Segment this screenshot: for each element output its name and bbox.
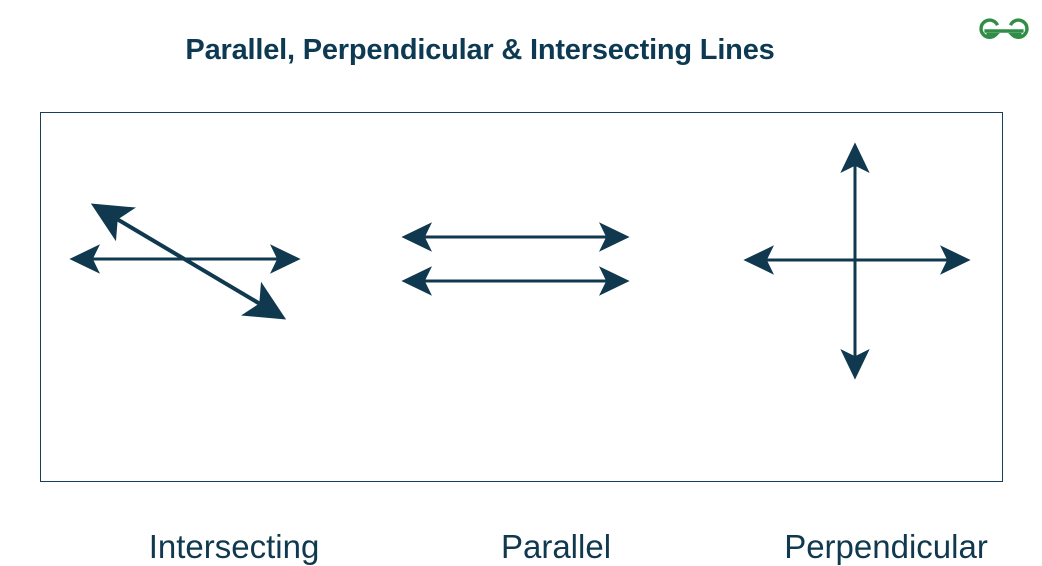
perpendicular-lines-group — [743, 142, 971, 380]
lines-diagram — [69, 142, 971, 380]
page-title: Parallel, Perpendicular & Intersecting L… — [185, 34, 775, 66]
caption-parallel: Parallel — [500, 528, 612, 565]
caption-perpendicular: Perpendicular — [784, 528, 988, 565]
figure-container: Intersecting Parallel Perpendicular — [40, 112, 1003, 565]
diagram-page: Parallel, Perpendicular & Intersecting L… — [40, 12, 1032, 565]
parallel-lines-group — [401, 222, 630, 296]
gfg-logo-icon — [979, 18, 1029, 39]
intersecting-diagonal-line — [90, 203, 287, 320]
caption-intersecting: Intersecting — [148, 528, 320, 565]
intersecting-lines-group — [69, 203, 301, 320]
geeksforgeeks-logo — [976, 12, 1032, 48]
